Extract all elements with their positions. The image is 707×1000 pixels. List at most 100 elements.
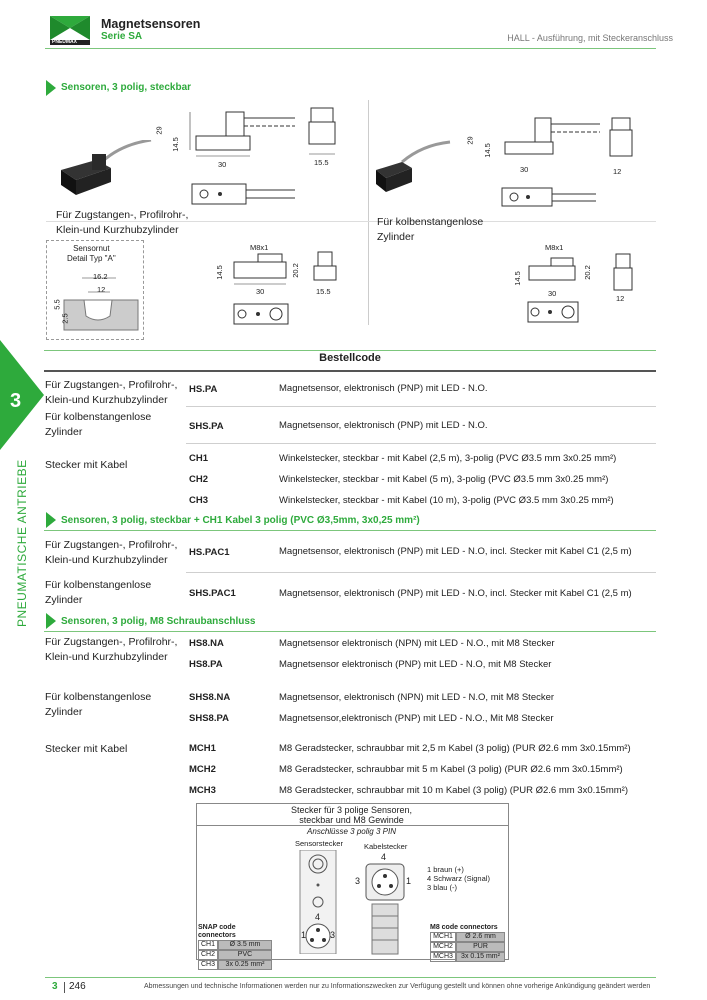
- section3-row5-desc: M8 Geradstecker, schraubbar mit 2,5 m Ka…: [279, 743, 631, 754]
- dim-29: 29: [154, 126, 164, 135]
- section1-left-caption: Für Zugstangen-, Profilrohr-, Klein-und …: [56, 209, 189, 236]
- section3-row5-code: MCH1: [189, 743, 216, 754]
- row-divider: [186, 572, 656, 573]
- section3-line: [44, 631, 656, 632]
- chapter-number: 3: [10, 390, 22, 412]
- footer-separator: [64, 982, 65, 993]
- section3-row3-code: SHS8.NA: [189, 692, 231, 703]
- snap-value: PVC: [218, 950, 272, 960]
- section1-divider: [368, 100, 369, 325]
- dim-m8x1-left: M8x1: [250, 243, 269, 252]
- bestell-row3-code: CH1: [189, 453, 209, 464]
- dim-14-5-m8-right: 14.5: [512, 271, 522, 286]
- snap-code: CH1: [198, 940, 218, 950]
- bestell-row1-desc: Magnetsensor, elektronisch (PNP) mit LED…: [279, 383, 488, 394]
- section-marker-icon: [46, 80, 56, 96]
- connector-title-1: Stecker für 3 polige Sensoren,: [290, 805, 413, 815]
- section3-row1-code: HS8.NA: [189, 638, 224, 649]
- snap-value: Ø 3.5 mm: [218, 940, 272, 950]
- dim-12-nut: 12: [97, 285, 106, 294]
- connector-title-2: steckbar und M8 Gewinde: [299, 815, 404, 825]
- logo-text: PNEUMAX: [52, 39, 78, 45]
- header-right-text: HALL - Ausführung, mit Steckeranschluss: [507, 33, 673, 43]
- dim-14-5: 14.5: [170, 137, 180, 152]
- page-title: Magnetsensoren: [101, 17, 201, 31]
- section2-row2-code: SHS.PAC1: [189, 588, 236, 599]
- m8-sensor-side-left: [233, 253, 287, 285]
- bestell-row2-desc: Magnetsensor, elektronisch (PNP) mit LED…: [279, 420, 488, 431]
- dim-2-5: 2.5: [60, 313, 70, 324]
- sensor-connector-drawing: [299, 850, 337, 954]
- section3-title: Sensoren, 3 polig, M8 Schraubanschluss: [61, 616, 256, 627]
- dim-20-2-right: 20.2: [582, 265, 592, 280]
- dim-14-5-m8: 14.5: [214, 265, 224, 280]
- section2-line: [44, 530, 656, 531]
- page-subtitle: Serie SA: [101, 31, 143, 42]
- dim-15-5-m8: 15.5: [316, 287, 331, 296]
- cable-connector-drawing: [365, 863, 405, 955]
- bestell-row5-desc: Winkelstecker, steckbar - mit Kabel (10 …: [279, 495, 614, 506]
- footer-chapter: 3: [52, 981, 58, 992]
- section1-title: Sensoren, 3 polig, steckbar: [61, 82, 192, 93]
- section-marker-icon: [46, 613, 56, 629]
- m8-sensor-side-right: [528, 257, 576, 281]
- pin-legend-2: 4 Schwarz (Signal): [427, 874, 490, 883]
- section3-row4-desc: Magnetsensor,elektronisch (PNP) mit LED …: [279, 713, 554, 724]
- snap-table-title: SNAP code connectors: [198, 924, 236, 939]
- sensor-photo-left: [61, 140, 152, 195]
- bestell-row2-code: SHS.PA: [189, 421, 224, 432]
- dim-30-m8-right: 30: [548, 289, 557, 298]
- dim-15-5: 15.5: [314, 158, 329, 167]
- dim-16-2: 16.2: [93, 272, 108, 281]
- sensor-drawing-end: [308, 107, 336, 155]
- section2-row1-desc: Magnetsensor, elektronisch (PNP) mit LED…: [279, 546, 632, 557]
- section-marker-icon: [46, 512, 56, 528]
- bestellcode-title: Bestellcode: [319, 352, 381, 364]
- bestell-row2-label: Für kolbenstangenlose Zylinder: [45, 411, 152, 438]
- kabelstecker-label: Kabelstecker: [364, 842, 408, 851]
- bestell-row4-desc: Winkelstecker, steckbar - mit Kabel (5 m…: [279, 474, 609, 485]
- footer-divider: [45, 977, 656, 978]
- brand-logo: [46, 14, 94, 46]
- sensornut-drawing: [63, 277, 139, 331]
- dim-12-right: 12: [613, 167, 622, 176]
- m8-sensor-top-left: [233, 303, 289, 325]
- section3-row6-code: MCH2: [189, 764, 216, 775]
- section1-right-caption: Für kolbenstangenlose Zylinder: [377, 216, 484, 243]
- section3-row1-desc: Magnetsensor elektronisch (NPN) mit LED …: [279, 638, 555, 649]
- pin-legend-3: 3 blau (-): [427, 883, 458, 892]
- section3-label2: Für kolbenstangenlose Zylinder: [45, 691, 152, 718]
- section3-row2-code: HS8.PA: [189, 659, 223, 670]
- row-divider: [186, 406, 656, 407]
- sensor-photo-right: [376, 140, 451, 192]
- snap-code: CH2: [198, 950, 218, 960]
- section3-row6-desc: M8 Geradstecker, schraubbar mit 5 m Kabe…: [279, 764, 623, 775]
- dim-5-5: 5.5: [52, 299, 62, 310]
- section2-row1-label: Für Zugstangen-, Profilrohr-, Klein-und …: [45, 539, 178, 566]
- bestellcode-top-line: [44, 350, 656, 351]
- m8-code: MCH1: [430, 932, 456, 942]
- bestell-row3-desc: Winkelstecker, steckbar - mit Kabel (2,5…: [279, 453, 617, 464]
- m8-sensor-top-right: [527, 301, 579, 323]
- cable-pin-4: 4: [381, 852, 387, 862]
- dim-30-m8: 30: [256, 287, 265, 296]
- bestell-row3-label: Stecker mit Kabel: [45, 459, 128, 471]
- connector-title-divider: [196, 825, 509, 826]
- bestell-row1-label: Für Zugstangen-, Profilrohr-, Klein-und …: [45, 379, 178, 406]
- m8-code: MCH2: [430, 942, 456, 952]
- sensor-pin-3: 3: [330, 930, 336, 940]
- dim-20-2-left: 20.2: [290, 263, 300, 278]
- sensorstecker-label: Sensorstecker: [295, 839, 343, 848]
- footer-note: Abmessungen und technische Informationen…: [144, 983, 651, 990]
- footer-page-number: 246: [69, 981, 86, 992]
- sensor-pin-1: 1: [301, 930, 307, 940]
- dim-14-5-right: 14.5: [482, 143, 492, 158]
- sensor-drawing-side-right: [504, 117, 600, 155]
- row-divider: [186, 443, 656, 444]
- connector-subtitle: Anschlüsse 3 polig 3 PIN: [307, 827, 396, 836]
- section3-row7-desc: M8 Geradstecker, schraubbar mit 10 m Kab…: [279, 785, 628, 796]
- m8-code: MCH3: [430, 952, 456, 962]
- section3-row7-code: MCH3: [189, 785, 216, 796]
- section2-title: Sensoren, 3 polig, steckbar + CH1 Kabel …: [61, 515, 420, 526]
- sensor-drawing-side: [189, 111, 295, 157]
